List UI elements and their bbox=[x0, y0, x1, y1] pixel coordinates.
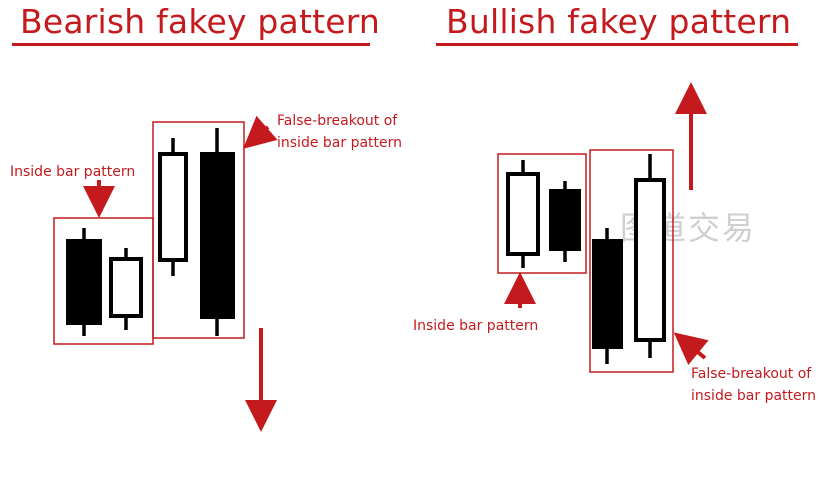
bullish-candle-2 bbox=[549, 181, 581, 262]
bearish-breakout-arrow bbox=[242, 115, 278, 149]
bullish-title-underline bbox=[436, 43, 798, 46]
bearish-breakout-label: False-breakout of inside bar pattern bbox=[277, 110, 402, 154]
bullish-breakout-arrow bbox=[673, 332, 709, 366]
bearish-breakout-label-line2: inside bar pattern bbox=[277, 135, 403, 151]
bullish-breakout-box bbox=[589, 149, 674, 373]
bearish-candle-1 bbox=[66, 228, 102, 336]
bullish-title: Bullish fakey pattern bbox=[446, 2, 792, 41]
bullish-candle-4 bbox=[634, 154, 666, 358]
bullish-inside-bar-label: Inside bar pattern bbox=[413, 318, 539, 334]
bearish-title-underline bbox=[12, 43, 370, 46]
bearish-candle-3 bbox=[158, 138, 188, 276]
bullish-inside-bar-box bbox=[497, 153, 587, 274]
bearish-breakout-box bbox=[152, 121, 245, 339]
bullish-candle-1 bbox=[506, 160, 540, 268]
bearish-candle-4 bbox=[200, 128, 235, 336]
bearish-candle-2 bbox=[109, 248, 143, 330]
bearish-breakout-label-line1: False-breakout of bbox=[277, 113, 398, 129]
bullish-breakout-label-line1: False-breakout of bbox=[691, 366, 812, 382]
bearish-inside-bar-label: Inside bar pattern bbox=[10, 164, 136, 180]
bullish-candle-3 bbox=[592, 228, 623, 364]
bearish-title: Bearish fakey pattern bbox=[20, 2, 381, 41]
bullish-breakout-label: False-breakout of inside bar pattern bbox=[691, 363, 816, 407]
bullish-breakout-label-line2: inside bar pattern bbox=[691, 388, 817, 404]
